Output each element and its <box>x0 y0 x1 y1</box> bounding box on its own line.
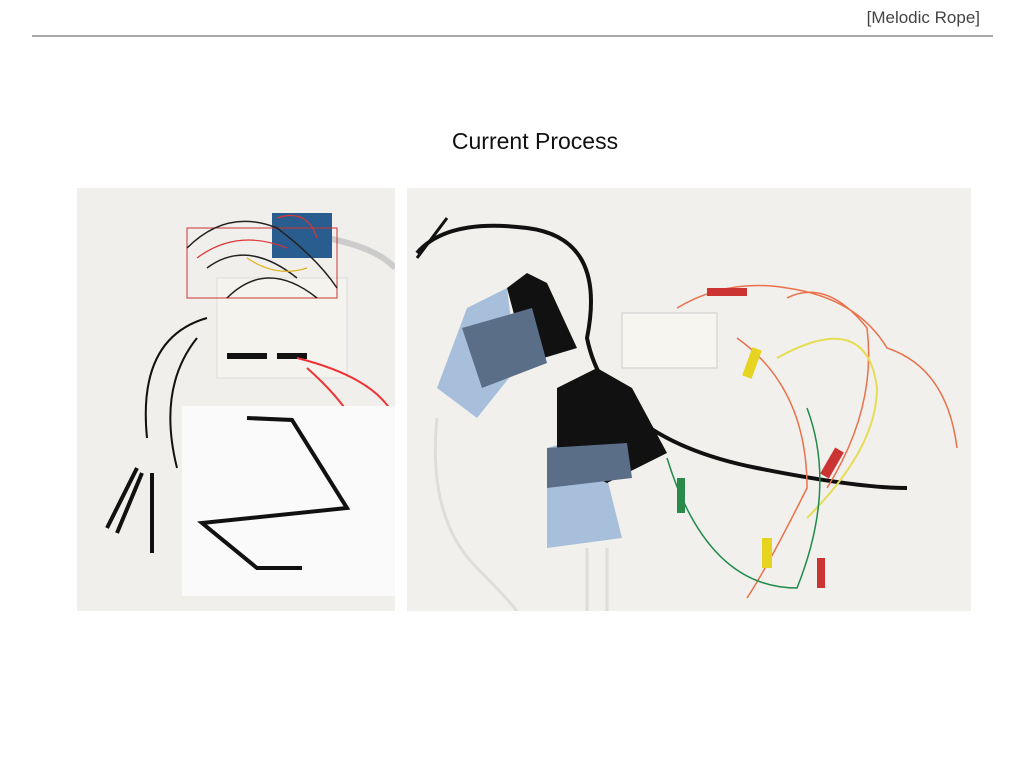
photo-breadboard-prototype <box>77 188 395 611</box>
presentation-header-title: [Melodic Rope] <box>866 8 980 27</box>
photo-sensor-gloves <box>407 188 971 611</box>
slide-title: Current Process <box>451 128 619 154</box>
header-divider <box>32 35 993 37</box>
